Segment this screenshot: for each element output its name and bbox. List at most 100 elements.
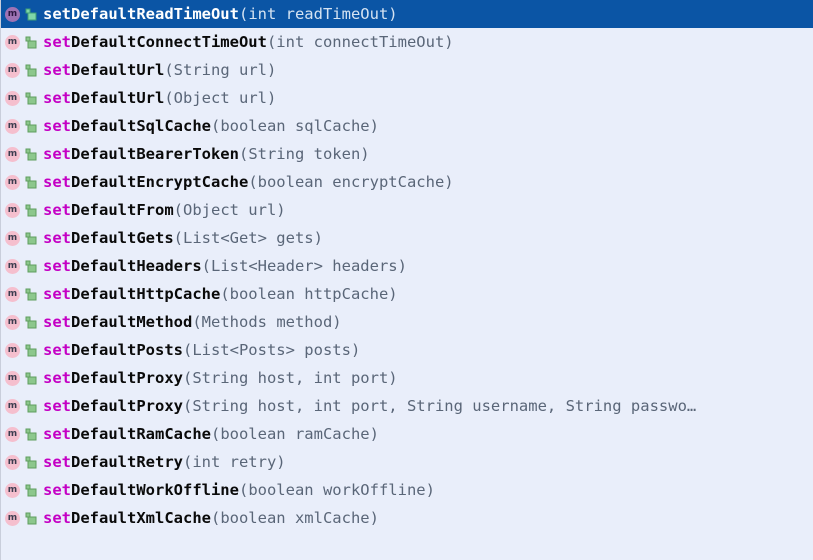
completion-item-text: setDefaultXmlCache(boolean xmlCache) xyxy=(43,504,379,532)
method-icon-glyph: m xyxy=(7,8,18,19)
public-visibility-icon xyxy=(25,120,37,133)
member-name: DefaultRamCache xyxy=(71,425,211,443)
parameter-list: (boolean httpCache) xyxy=(220,285,398,303)
parameter-list: (String host, int port) xyxy=(182,369,398,387)
parameter-list: (Object url) xyxy=(173,201,286,219)
matched-prefix: set xyxy=(43,369,71,387)
public-visibility-icon xyxy=(25,456,37,469)
member-name: DefaultProxy xyxy=(71,397,183,415)
method-icon-glyph: m xyxy=(7,484,18,495)
member-name: DefaultXmlCache xyxy=(71,509,211,527)
matched-prefix: set xyxy=(43,117,71,135)
matched-prefix: set xyxy=(43,425,71,443)
completion-item[interactable]: m setDefaultFrom(Object url) xyxy=(1,196,813,224)
member-name: DefaultEncryptCache xyxy=(71,173,249,191)
method-icon-glyph: m xyxy=(7,148,18,159)
parameter-list: (List<Header> headers) xyxy=(201,257,407,275)
matched-prefix: set xyxy=(43,201,71,219)
completion-item-text: setDefaultHttpCache(boolean httpCache) xyxy=(43,280,398,308)
completion-item[interactable]: m setDefaultReadTimeOut(int readTimeOut) xyxy=(1,0,813,28)
method-icon: m xyxy=(5,34,20,50)
method-icon-glyph: m xyxy=(7,400,18,411)
completion-item[interactable]: m setDefaultProxy(String host, int port, … xyxy=(1,392,813,420)
method-icon-glyph: m xyxy=(7,512,18,523)
parameter-list: (List<Get> gets) xyxy=(173,229,323,247)
method-icon-glyph: m xyxy=(7,344,18,355)
public-visibility-icon xyxy=(25,260,37,273)
method-icon: m xyxy=(5,482,20,498)
member-name: DefaultWorkOffline xyxy=(71,481,239,499)
method-icon: m xyxy=(5,202,20,218)
public-visibility-icon xyxy=(25,288,37,301)
member-name: DefaultMethod xyxy=(71,313,193,331)
matched-prefix: set xyxy=(43,33,71,51)
method-icon-glyph: m xyxy=(7,456,18,467)
completion-item-text: setDefaultReadTimeOut(int readTimeOut) xyxy=(43,0,398,28)
method-icon: m xyxy=(5,426,20,442)
member-name: DefaultConnectTimeOut xyxy=(71,33,267,51)
method-icon: m xyxy=(5,230,20,246)
public-visibility-icon xyxy=(25,316,37,329)
completion-item-text: setDefaultProxy(String host, int port) xyxy=(43,364,398,392)
member-name: DefaultUrl xyxy=(71,61,165,79)
parameter-list: (boolean sqlCache) xyxy=(210,117,379,135)
parameter-list: (boolean workOffline) xyxy=(238,481,435,499)
public-visibility-icon xyxy=(25,176,37,189)
member-name: DefaultPosts xyxy=(71,341,183,359)
matched-prefix: set xyxy=(43,61,71,79)
completion-item-text: setDefaultMethod(Methods method) xyxy=(43,308,342,336)
member-name: DefaultRetry xyxy=(71,453,183,471)
method-icon-glyph: m xyxy=(7,120,18,131)
member-name: DefaultFrom xyxy=(71,201,174,219)
completion-item[interactable]: m setDefaultConnectTimeOut(int connectTim… xyxy=(1,28,813,56)
matched-prefix: set xyxy=(43,453,71,471)
completion-item-text: setDefaultProxy(String host, int port, S… xyxy=(43,392,696,420)
public-visibility-icon xyxy=(25,400,37,413)
completion-item[interactable]: m setDefaultXmlCache(boolean xmlCache) xyxy=(1,504,813,532)
method-icon-glyph: m xyxy=(7,176,18,187)
completion-item-text: setDefaultHeaders(List<Header> headers) xyxy=(43,252,407,280)
method-icon: m xyxy=(5,146,20,162)
public-visibility-icon xyxy=(25,92,37,105)
method-icon: m xyxy=(5,342,20,358)
parameter-list: (List<Posts> posts) xyxy=(182,341,361,359)
member-name: DefaultHeaders xyxy=(71,257,202,275)
public-visibility-icon xyxy=(25,8,37,21)
method-icon: m xyxy=(5,398,20,414)
method-icon-glyph: m xyxy=(7,260,18,271)
method-icon: m xyxy=(5,6,20,22)
method-icon-glyph: m xyxy=(7,204,18,215)
completion-item-text: setDefaultWorkOffline(boolean workOfflin… xyxy=(43,476,435,504)
completion-item[interactable]: m setDefaultWorkOffline(boolean workOffli… xyxy=(1,476,813,504)
parameter-list: (Methods method) xyxy=(192,313,342,331)
matched-prefix: set xyxy=(43,145,71,163)
parameter-list: (boolean encryptCache) xyxy=(248,173,454,191)
method-icon-glyph: m xyxy=(7,232,18,243)
public-visibility-icon xyxy=(25,64,37,77)
matched-prefix: set xyxy=(43,257,71,275)
public-visibility-icon xyxy=(25,344,37,357)
method-icon-glyph: m xyxy=(7,428,18,439)
method-icon: m xyxy=(5,510,20,526)
completion-item-text: setDefaultGets(List<Get> gets) xyxy=(43,224,323,252)
completion-item[interactable]: m setDefaultHeaders(List<Header> headers) xyxy=(1,252,813,280)
completion-item-text: setDefaultConnectTimeOut(int connectTime… xyxy=(43,28,454,56)
completion-item[interactable]: m setDefaultGets(List<Get> gets) xyxy=(1,224,813,252)
member-name: DefaultGets xyxy=(71,229,174,247)
matched-prefix: set xyxy=(43,5,71,23)
method-icon: m xyxy=(5,90,20,106)
method-icon: m xyxy=(5,258,20,274)
